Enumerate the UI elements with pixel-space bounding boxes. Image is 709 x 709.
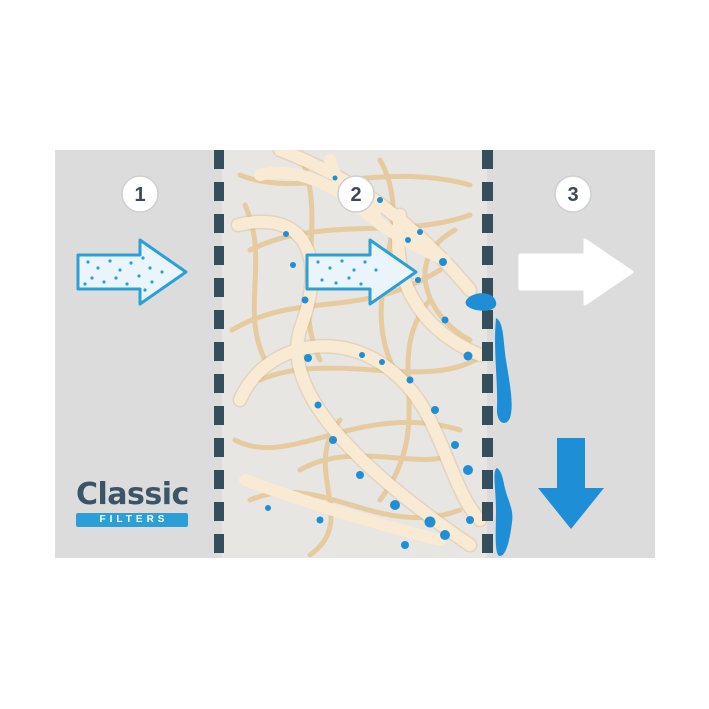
step-badge-3: 3 xyxy=(554,175,592,213)
clean-air-arrow-icon xyxy=(518,238,634,306)
dirty-air-arrow-icon xyxy=(76,238,188,306)
step-number-1: 1 xyxy=(134,184,145,206)
step-number-2: 2 xyxy=(350,184,361,206)
trapped-droplets xyxy=(265,175,473,549)
inlet-mesh xyxy=(214,150,224,553)
coalesced-liquid xyxy=(465,293,513,556)
drain-down-arrow-icon xyxy=(538,438,604,529)
foreground-fibers xyxy=(230,150,488,553)
step-badge-2: 2 xyxy=(337,175,375,213)
brand-logo: Classic FILTERS xyxy=(76,477,189,527)
logo-subtitle: FILTERS xyxy=(76,513,188,527)
filtering-air-arrow-icon xyxy=(305,238,418,306)
step-badge-1: 1 xyxy=(121,175,159,213)
outlet-mesh xyxy=(482,150,493,553)
step-number-3: 3 xyxy=(567,184,578,206)
logo-wordmark: Classic xyxy=(76,477,189,512)
